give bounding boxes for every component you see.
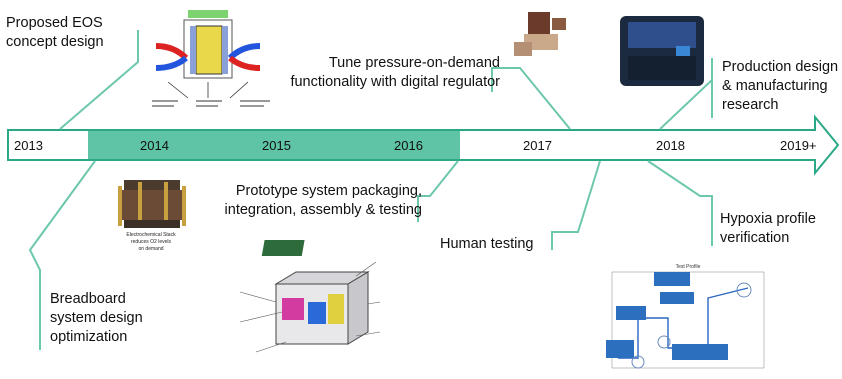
- hypoxia-chart-title: Test Profile: [676, 264, 701, 270]
- milestone-eos-concept: Proposed EOS concept design: [6, 15, 104, 50]
- milestone-production-design: Production design & manufacturing resear…: [722, 59, 839, 113]
- year-label-2014: 2014: [140, 138, 169, 153]
- callout-line-production: [659, 58, 713, 130]
- year-label-2018: 2018: [656, 138, 685, 153]
- callout-line-prototype: [417, 160, 459, 222]
- milestone-human-testing: Human testing: [440, 236, 534, 252]
- year-label-2015: 2015: [262, 138, 291, 153]
- milestone-prototype-packaging: Prototype system packaging, integration,…: [224, 183, 422, 218]
- eos-concept-schematic-image: [152, 10, 270, 107]
- year-label-2019plus: 2019+: [780, 138, 817, 153]
- stack-caption: Electrochemical Stack: [126, 232, 176, 238]
- svg-text:reduces O2 levels: reduces O2 levels: [131, 239, 172, 245]
- year-label-2013: 2013: [14, 138, 43, 153]
- svg-text:on demand: on demand: [138, 246, 163, 252]
- electrochemical-stack-photo: Electrochemical Stack reduces O2 levels …: [118, 180, 186, 252]
- prototype-packaging-cad-image: [239, 240, 381, 353]
- callout-line-breadboard: [28, 160, 96, 350]
- callout-line-human: [551, 160, 601, 250]
- callout-line-hypoxia: [647, 160, 713, 246]
- milestone-breadboard: Breadboard system design optimization: [50, 291, 143, 345]
- digital-regulator-photo: [514, 12, 566, 56]
- year-label-2016: 2016: [394, 138, 423, 153]
- callout-line-eos: [59, 30, 139, 130]
- milestone-tune-pressure: Tune pressure-on-demand functionality wi…: [290, 55, 500, 90]
- milestone-hypoxia-profile: Hypoxia profile verification: [720, 211, 816, 246]
- callout-line-tune: [491, 67, 571, 130]
- production-unit-photo: [620, 16, 704, 86]
- hypoxia-test-profile-chart: Test Profile: [606, 264, 765, 369]
- timeline-highlight: [88, 131, 460, 159]
- year-label-2017: 2017: [523, 138, 552, 153]
